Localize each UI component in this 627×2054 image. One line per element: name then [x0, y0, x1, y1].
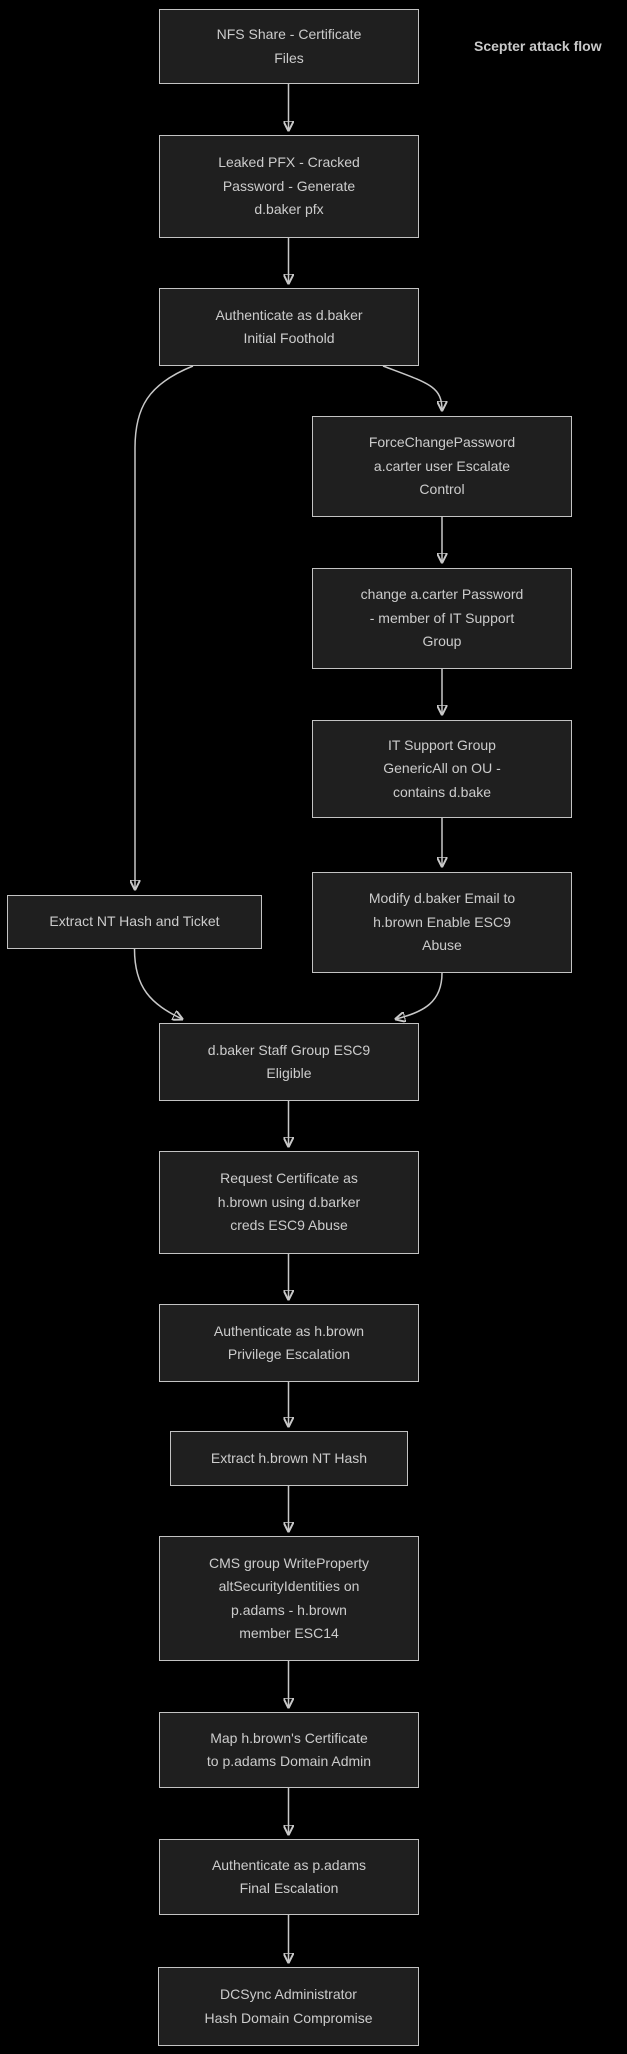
- node-staff-group-esc9: d.baker Staff Group ESC9 Eligible: [159, 1023, 419, 1101]
- node-label: IT Support Group GenericAll on OU - cont…: [383, 736, 501, 800]
- node-cms-group-esc14: CMS group WriteProperty altSecurityIdent…: [159, 1536, 419, 1661]
- node-auth-padams: Authenticate as p.adams Final Escalation: [159, 1839, 419, 1915]
- node-change-acarter: change a.carter Password - member of IT …: [312, 568, 572, 669]
- node-force-change-password: ForceChangePassword a.carter user Escala…: [312, 416, 572, 517]
- edge-extractnthash-to-staff: [133, 948, 183, 1019]
- node-auth-hbrown: Authenticate as h.brown Privilege Escala…: [159, 1304, 419, 1382]
- node-label: Extract NT Hash and Ticket: [49, 913, 220, 930]
- node-modify-dbaker-email: Modify d.baker Email to h.brown Enable E…: [312, 872, 572, 973]
- node-map-certificate: Map h.brown's Certificate to p.adams Dom…: [159, 1712, 419, 1788]
- node-label: Extract h.brown NT Hash: [210, 1449, 368, 1466]
- edge-auth-to-forcechange: [382, 365, 442, 410]
- node-label: DCSync Administrator Hash Domain Comprom…: [204, 1986, 373, 2026]
- edge-modify-to-staff: [396, 972, 443, 1019]
- node-label: d.baker Staff Group ESC9 Eligible: [207, 1041, 371, 1082]
- diagram-title: Scepter attack flow: [474, 38, 602, 54]
- node-label: CMS group WriteProperty altSecurityIdent…: [208, 1554, 369, 1642]
- node-auth-dbaker: Authenticate as d.baker Initial Foothold: [159, 288, 419, 366]
- node-label: Authenticate as d.baker Initial Foothold: [215, 306, 363, 347]
- edge-auth-to-extractnthash: [135, 365, 194, 889]
- node-label: ForceChangePassword a.carter user Escala…: [368, 434, 516, 498]
- node-label: Request Certificate as h.brown using d.b…: [217, 1170, 361, 1234]
- node-leaked-pfx: Leaked PFX - Cracked Password - Generate…: [159, 135, 419, 238]
- node-extract-hbrown-hash: Extract h.brown NT Hash: [170, 1431, 408, 1486]
- node-nfs-share: NFS Share - Certificate Files: [159, 9, 419, 84]
- node-label: Leaked PFX - Cracked Password - Generate…: [218, 154, 360, 218]
- node-label: Map h.brown's Certificate to p.adams Dom…: [206, 1729, 372, 1770]
- node-it-support-group: IT Support Group GenericAll on OU - cont…: [312, 720, 572, 818]
- node-extract-nt-hash: Extract NT Hash and Ticket: [7, 895, 262, 949]
- node-request-certificate: Request Certificate as h.brown using d.b…: [159, 1151, 419, 1254]
- node-label: Modify d.baker Email to h.brown Enable E…: [368, 890, 516, 954]
- node-label: NFS Share - Certificate Files: [216, 26, 362, 66]
- node-label: Authenticate as p.adams Final Escalation: [211, 1856, 367, 1897]
- node-label: change a.carter Password - member of IT …: [360, 586, 524, 650]
- node-dcsync: DCSync Administrator Hash Domain Comprom…: [158, 1967, 419, 2046]
- node-label: Authenticate as h.brown Privilege Escala…: [213, 1322, 365, 1363]
